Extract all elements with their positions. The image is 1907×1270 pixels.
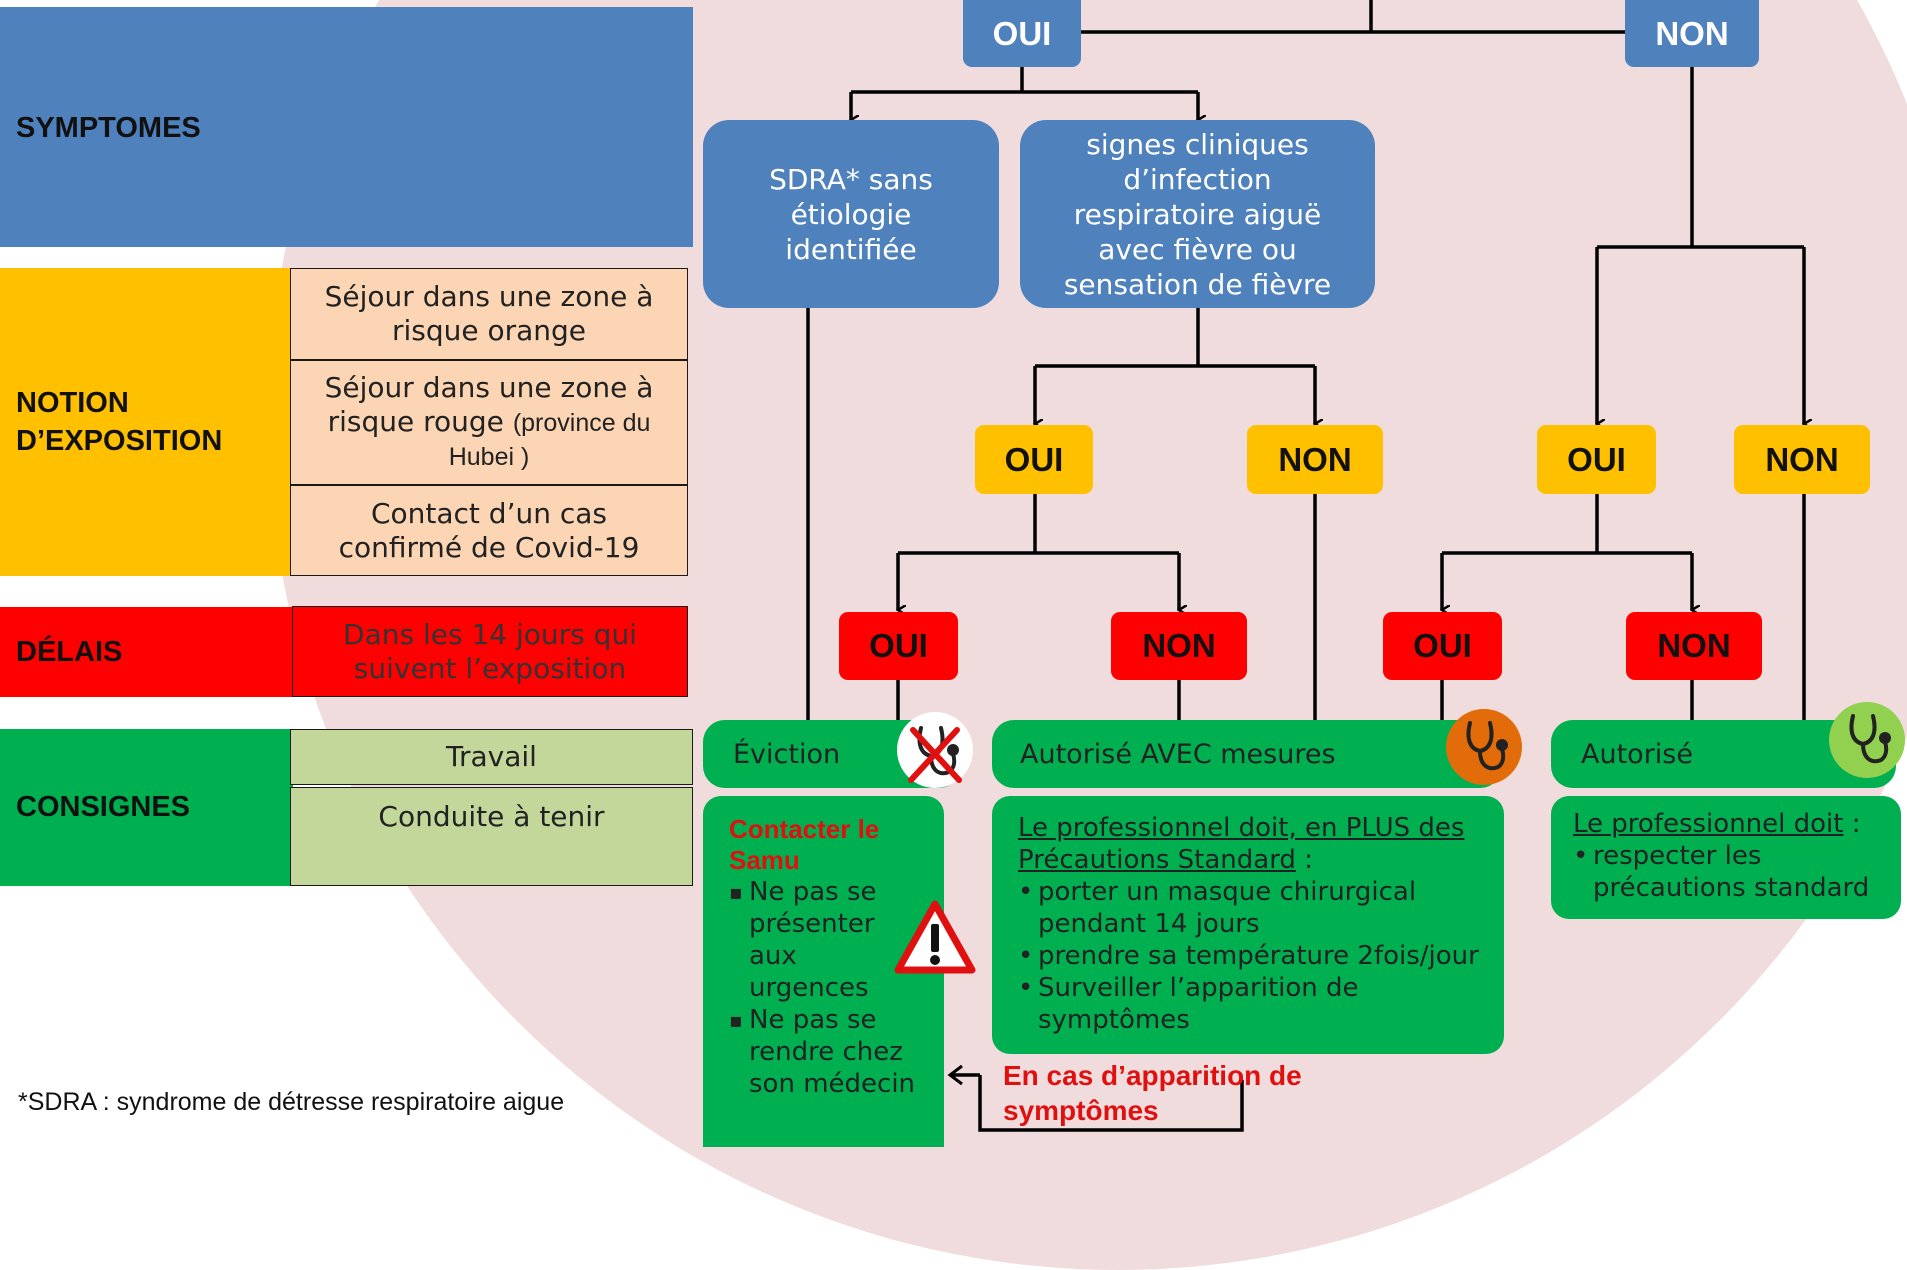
signes-line-2: d’infection: [1123, 162, 1272, 196]
warning-triangle-icon: [894, 900, 976, 974]
exposition-rouge-line2b: (province du: [512, 409, 651, 437]
eviction-label: Éviction: [733, 739, 841, 770]
sdra-line-1: SDRA* sans: [769, 163, 933, 196]
signes-line-3: respiratoire aiguë: [1073, 197, 1322, 231]
mesures-intro-2: Précautions Standard: [1018, 845, 1296, 875]
autorise-label: Autorisé: [1581, 739, 1693, 770]
apparition-line-2: symptômes: [1003, 1095, 1159, 1126]
mesures-box: Le professionnel doit, en PLUS des Préca…: [992, 796, 1504, 1054]
consignes-travail: Travail: [290, 729, 693, 785]
samu-item-2: Ne pas se rendre chez son médecin: [729, 1004, 934, 1100]
delai-oui-tag-2: OUI: [1383, 612, 1502, 680]
exposition-orange-line1: Séjour dans une zone à: [324, 280, 654, 313]
exposition-oui-tag-2: OUI: [1537, 425, 1656, 494]
samu-item-1: Ne pas se présenter aux urgences: [729, 876, 934, 1004]
exposition-label-2: D’EXPOSITION: [16, 425, 223, 457]
exposition-oui-tag-1: OUI: [975, 425, 1093, 494]
symptomes-oui-tag: OUI: [963, 0, 1081, 67]
symptomes-label: SYMPTOMES: [16, 112, 201, 144]
apparition-line-1: En cas d’apparition de: [1003, 1060, 1302, 1091]
consignes-conduite-label: Conduite à tenir: [378, 800, 605, 833]
exposition-rouge-line1: Séjour dans une zone à: [324, 371, 654, 404]
exposition-rouge-line2a: risque rouge: [327, 405, 513, 438]
exposition-contact-line2: confirmé de Covid-19: [338, 530, 640, 564]
signes-cliniques-box: signes cliniques d’infection respiratoir…: [1020, 120, 1375, 308]
exposition-non-tag-2: NON: [1734, 425, 1870, 494]
consignes-band: CONSIGNES: [0, 729, 293, 886]
signes-line-5: sensation de fièvre: [1063, 267, 1332, 301]
apparition-symptomes-text: En cas d’apparition de symptômes: [1003, 1058, 1302, 1128]
symptomes-band: SYMPTOMES: [0, 7, 693, 247]
delais-text-1: Dans les 14 jours qui: [343, 617, 637, 651]
standard-intro: Le professionnel doit: [1573, 809, 1844, 839]
delai-oui-tag-1: OUI: [839, 612, 958, 680]
footnote: *SDRA : syndrome de détresse respiratoir…: [18, 1088, 565, 1116]
exposition-band: NOTION D’EXPOSITION: [0, 268, 290, 576]
samu-title-1: Contacter le: [729, 814, 880, 844]
samu-title-2: Samu: [729, 845, 800, 875]
consignes-conduite: Conduite à tenir: [290, 787, 693, 886]
autorise-mesures-box: Autorisé AVEC mesures: [992, 720, 1502, 788]
sdra-box: SDRA* sans étiologie identifiée: [703, 120, 999, 308]
signes-line-1: signes cliniques: [1086, 127, 1309, 161]
delai-non-tag-2: NON: [1626, 612, 1762, 680]
consignes-label: CONSIGNES: [16, 791, 191, 823]
exposition-orange-line2: risque orange: [391, 314, 587, 347]
exposition-rouge: Séjour dans une zone à risque rouge (pro…: [290, 360, 688, 485]
stethoscope-orange-icon: [1446, 709, 1522, 785]
exposition-contact-line1: Contact d’un cas: [370, 496, 608, 530]
delais-text-2: suivent l’exposition: [353, 651, 627, 685]
autorise-mesures-label: Autorisé AVEC mesures: [1020, 739, 1336, 770]
standard-box: Le professionnel doit : respecter lespré…: [1551, 796, 1901, 919]
delais-label: DÉLAIS: [16, 636, 123, 668]
delai-non-tag-1: NON: [1111, 612, 1247, 680]
exposition-label-1: NOTION: [16, 387, 129, 419]
delais-band: DÉLAIS: [0, 607, 292, 697]
exposition-rouge-line3: Hubei ): [448, 443, 530, 471]
exposition-non-tag-1: NON: [1247, 425, 1383, 494]
sdra-line-2: étiologie: [790, 198, 912, 231]
mesures-item-2: prendre sa température 2fois/jour: [1018, 940, 1482, 972]
signes-line-4: avec fièvre ou: [1098, 232, 1297, 266]
stethoscope-crossed-icon: [897, 712, 973, 788]
mesures-intro-1: Le professionnel doit, en PLUS des: [1018, 813, 1465, 843]
flow-connectors: [0, 0, 1907, 1132]
consignes-travail-label: Travail: [446, 740, 537, 773]
sdra-line-3: identifiée: [785, 233, 917, 266]
stethoscope-green-icon: [1829, 702, 1905, 778]
symptomes-non-tag: NON: [1625, 0, 1759, 67]
